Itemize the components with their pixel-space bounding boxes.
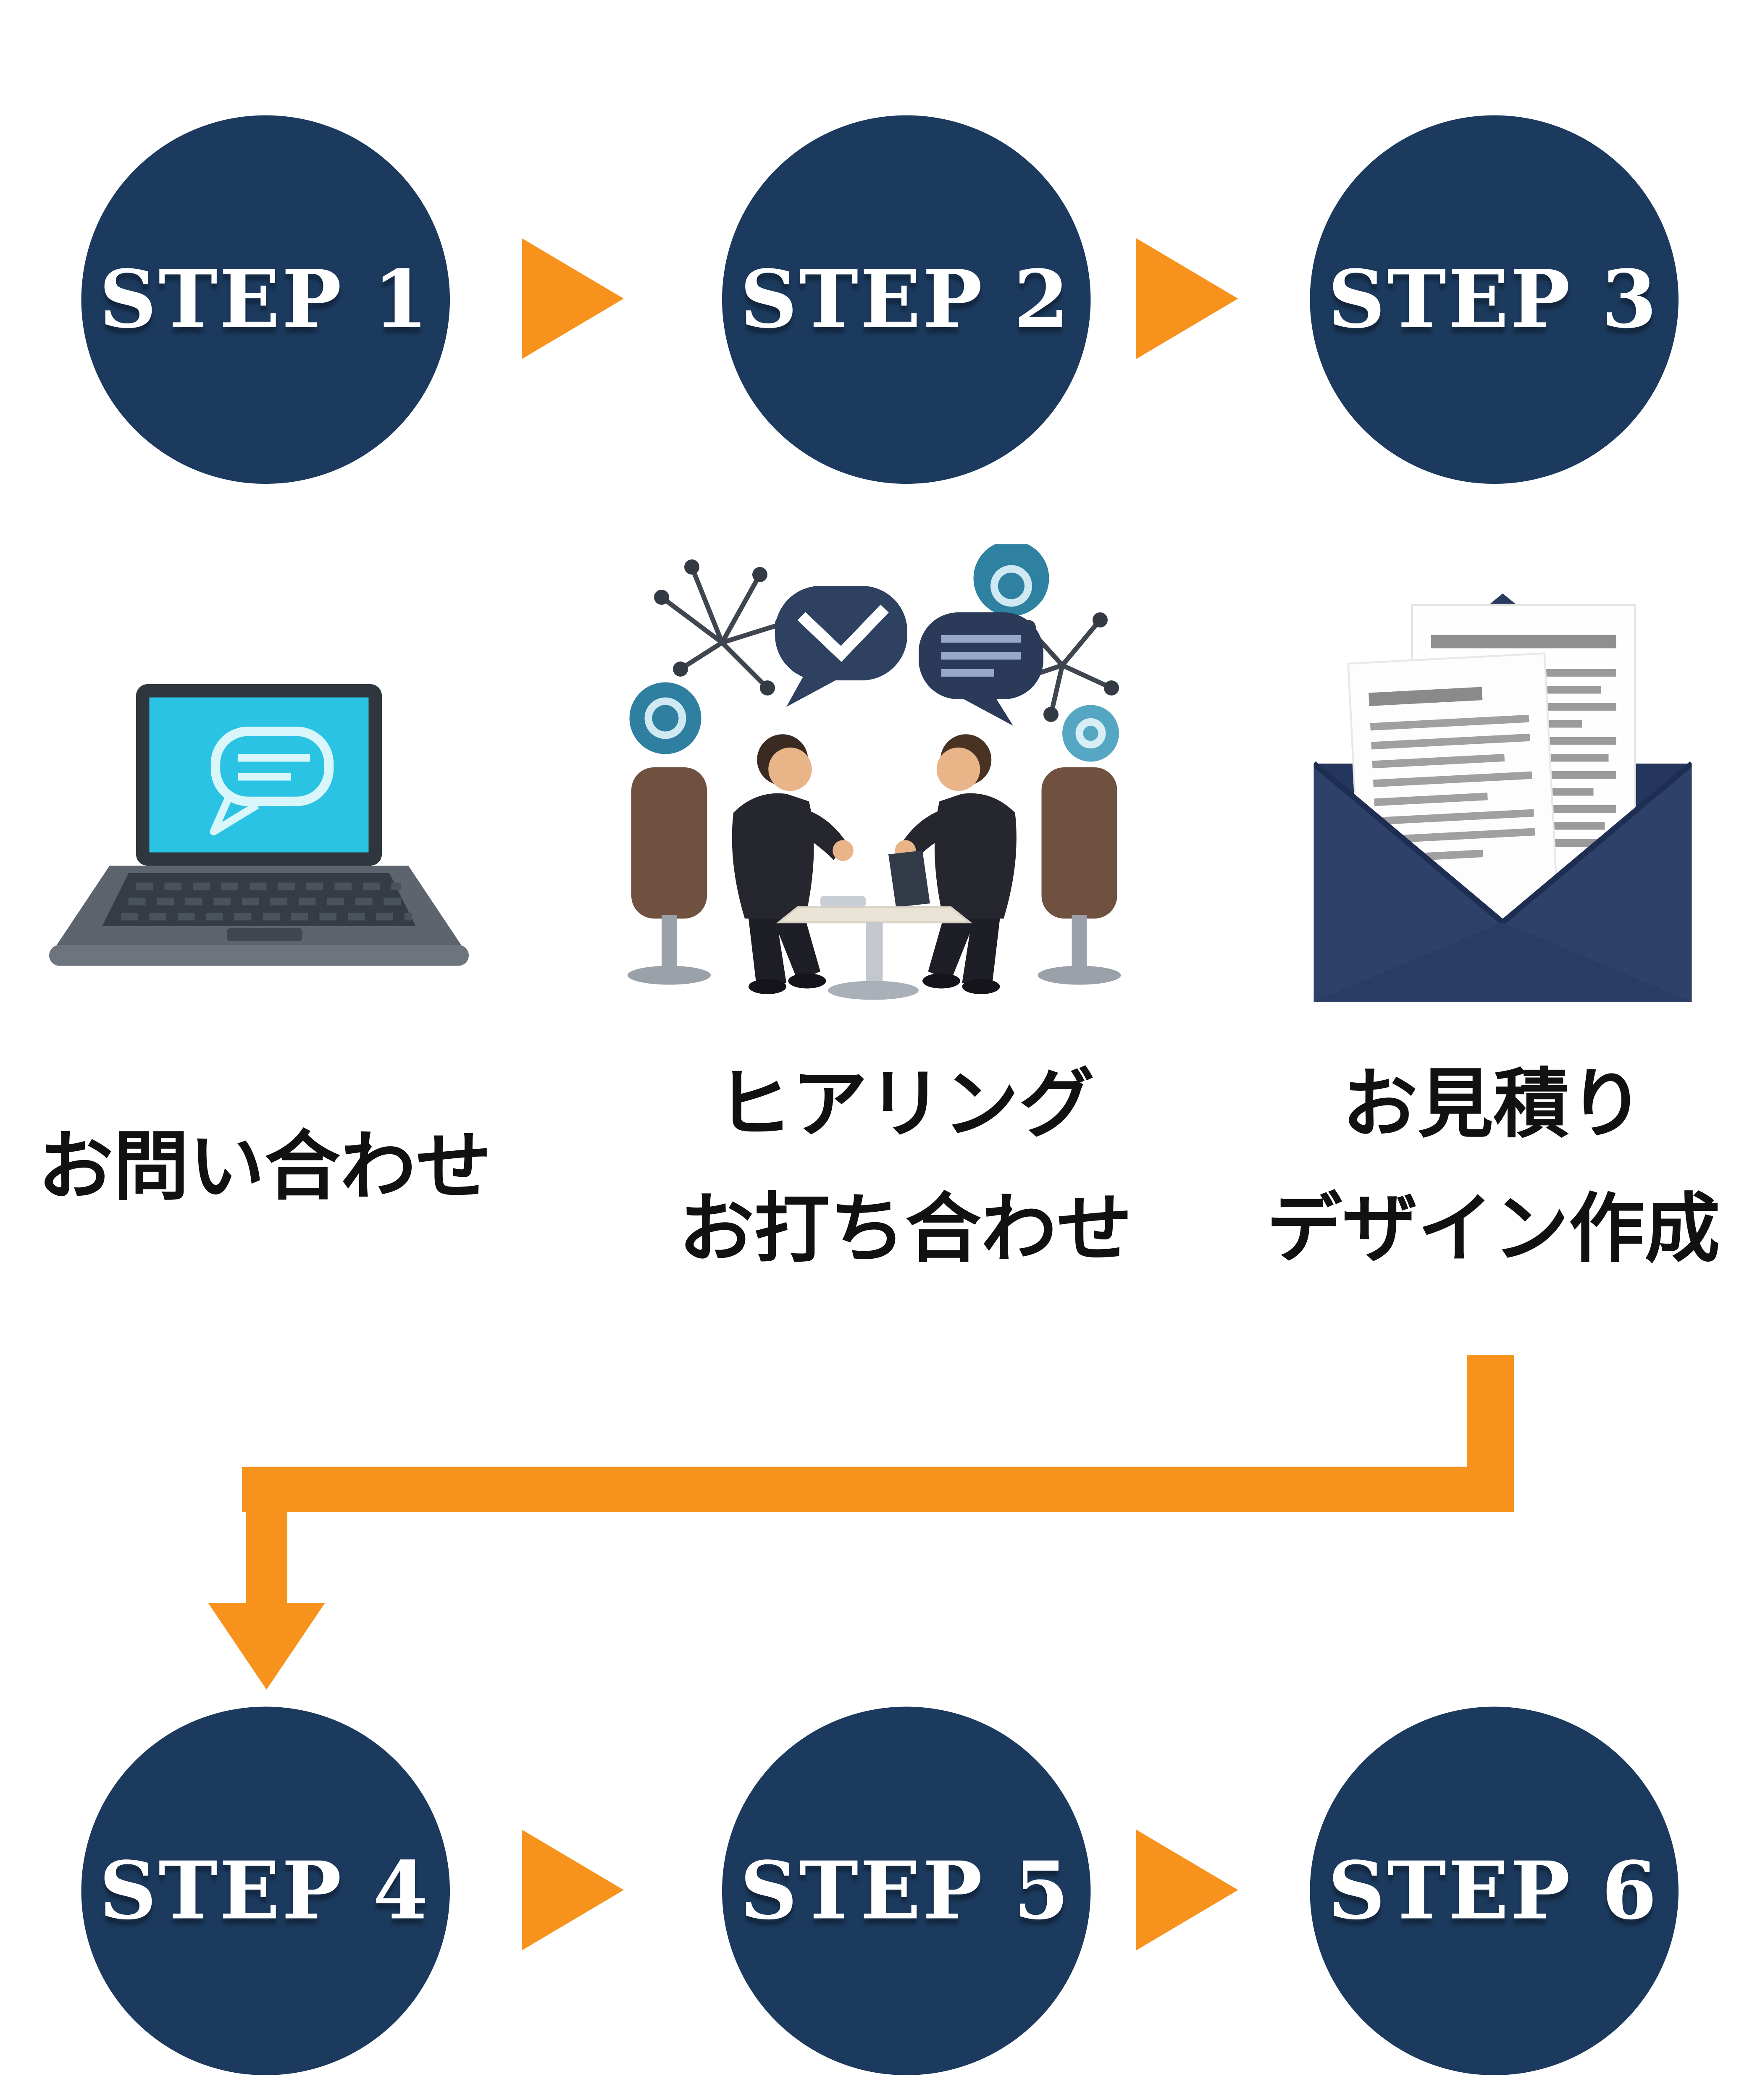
step-1-label: お問い合わせ — [38, 1121, 491, 1211]
arrow-right-icon — [1136, 1830, 1238, 1950]
step-6-badge: STEP 6 — [1328, 1843, 1659, 1937]
arrow-right-icon — [522, 238, 624, 359]
step-3-badge: STEP 3 — [1328, 253, 1659, 346]
step-4-badge: STEP 4 — [99, 1843, 430, 1937]
step-2-badge: STEP 2 — [740, 253, 1071, 346]
step-2-circle: STEP 2 — [721, 115, 1090, 484]
step-2-label: ヒアリング お打ち合わせ — [678, 1059, 1132, 1273]
step-6-circle: STEP 6 — [1309, 1706, 1678, 2074]
step-5-circle: STEP 5 — [721, 1706, 1090, 2074]
step-5-badge: STEP 5 — [740, 1843, 1071, 1937]
laptop-chat-icon — [42, 680, 476, 1002]
step-1-badge: STEP 1 — [99, 253, 430, 346]
business-meeting-icon — [624, 544, 1125, 1017]
step-1-circle: STEP 1 — [80, 115, 449, 484]
step-3-label: お見積り デザイン作成 — [1266, 1059, 1720, 1273]
connector-arrow-icon — [189, 1346, 1531, 1705]
step-3-circle: STEP 3 — [1309, 115, 1678, 484]
step-4-circle: STEP 4 — [80, 1706, 449, 2074]
envelope-documents-icon — [1313, 590, 1692, 1005]
arrow-right-icon — [522, 1830, 624, 1950]
arrow-right-icon — [1136, 238, 1238, 359]
